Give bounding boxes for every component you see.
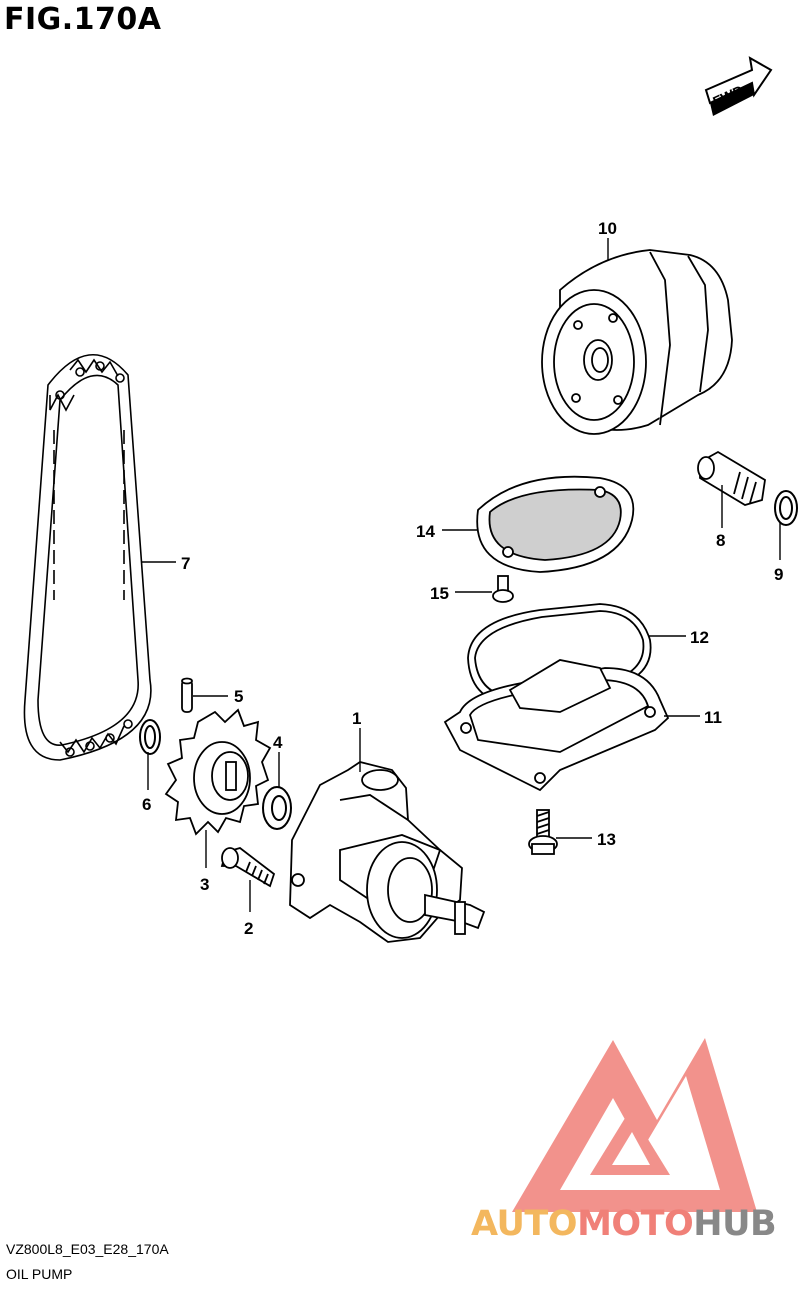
oil-pump-assembly [289,761,486,943]
flange-bolt [220,847,276,888]
callout-5: 5 [234,687,243,706]
oil-pan-cover [443,659,670,792]
strainer-screw [492,575,514,603]
watermark-moto: MOTO [577,1204,694,1244]
callout-4: 4 [273,733,283,752]
callout-8: 8 [716,531,725,550]
callout-13: 13 [597,830,616,849]
oil-pan-bolt [528,809,558,855]
callout-6: 6 [142,795,151,814]
callout-1: 1 [352,709,361,728]
watermark-hub: HUB [693,1204,777,1244]
dowel-pin [181,677,193,713]
callout-15: 15 [430,584,449,603]
callout-14: 14 [416,522,435,541]
washer [262,786,292,830]
oil-pump-sprocket [164,708,272,836]
oil-strainer [476,475,635,573]
callout-10: 10 [598,219,617,238]
figure-code: VZ800L8_E03_E28_170A [6,1241,169,1257]
callout-numbers: 1 2 3 4 5 6 7 8 9 10 11 12 13 14 15 [142,219,783,938]
figure-name: OIL PUMP [6,1266,73,1282]
oil-filter [541,249,733,435]
watermark-auto: AUTO [471,1204,578,1244]
watermark-text: AUTOMOTOHUB [471,1204,777,1244]
circlip [139,719,161,755]
callout-7: 7 [181,554,190,573]
filter-union-bolt [697,450,766,506]
o-ring-small [774,490,798,526]
leader-lines [142,238,781,912]
callout-11: 11 [704,708,722,727]
callout-3: 3 [200,875,209,894]
figure-title: FIG.170A [4,2,162,37]
callout-2: 2 [244,919,253,938]
watermark-logo [512,1038,757,1212]
cam-chain [23,353,152,761]
callout-12: 12 [690,628,709,647]
fwd-arrow-icon: FWD [704,56,773,116]
callout-9: 9 [774,565,783,584]
